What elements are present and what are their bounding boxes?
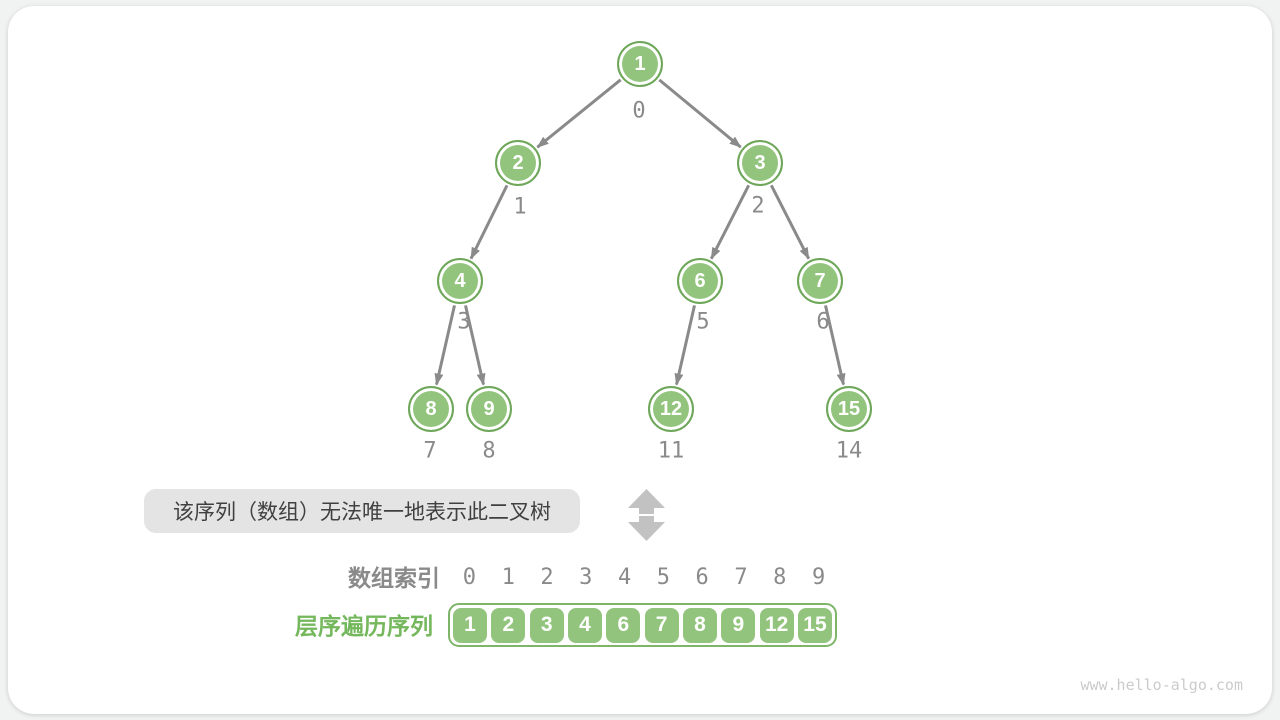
tree-node-15: 15	[826, 386, 872, 432]
tree-node-1: 1	[617, 41, 663, 87]
callout-text: 该序列（数组）无法唯一地表示此二叉树	[173, 501, 551, 524]
array-index-0: 0	[462, 565, 477, 590]
callout-box: 该序列（数组）无法唯一地表示此二叉树	[144, 489, 580, 533]
node-index-label-11: 11	[657, 438, 685, 464]
node-index-label-5: 5	[696, 309, 710, 335]
node-index-label-0: 0	[632, 98, 646, 124]
sequence-cell-8: 8	[682, 607, 717, 643]
sequence-cell-12: 12	[759, 607, 794, 643]
node-index-label-14: 14	[835, 438, 863, 464]
figure-card	[8, 6, 1272, 714]
watermark: www.hello-algo.com	[1080, 676, 1243, 694]
sequence-cell-3: 3	[529, 607, 564, 643]
node-index-label-6: 6	[816, 309, 830, 335]
tree-node-7: 7	[797, 258, 843, 304]
sequence-cell-1: 1	[453, 607, 487, 643]
tree-node-4: 4	[437, 258, 483, 304]
sequence-cell-7: 7	[644, 607, 679, 643]
node-index-label-3: 3	[457, 309, 471, 335]
sequence-cell-6: 6	[606, 607, 641, 643]
node-index-label-8: 8	[482, 438, 496, 464]
array-index-4: 4	[617, 565, 632, 590]
node-index-label-1: 1	[513, 194, 527, 220]
tree-node-12: 12	[648, 386, 694, 432]
node-index-label-7: 7	[423, 438, 437, 464]
level-order-sequence-label: 层序遍历序列	[295, 613, 433, 639]
array-index-8: 8	[773, 565, 787, 590]
array-index-3: 3	[579, 565, 593, 590]
array-index-5: 5	[656, 565, 670, 590]
tree-node-2: 2	[495, 140, 541, 186]
sequence-cell-2: 2	[491, 607, 526, 643]
array-index-row-label: 数组索引	[348, 565, 440, 591]
array-index-1: 1	[501, 565, 515, 590]
tree-node-3: 3	[737, 140, 783, 186]
tree-node-8: 8	[408, 386, 454, 432]
sequence-cell-15: 15	[797, 607, 832, 643]
tree-node-9: 9	[466, 386, 512, 432]
node-index-label-2: 2	[751, 193, 765, 219]
tree-node-6: 6	[677, 258, 723, 304]
array-index-2: 2	[540, 565, 554, 590]
sequence-cell-9: 9	[721, 607, 756, 643]
sequence-cell-4: 4	[567, 607, 602, 643]
array-index-9: 9	[811, 565, 826, 590]
array-index-6: 6	[695, 565, 709, 590]
up-down-arrow-icon	[628, 489, 665, 541]
array-index-7: 7	[734, 565, 748, 590]
